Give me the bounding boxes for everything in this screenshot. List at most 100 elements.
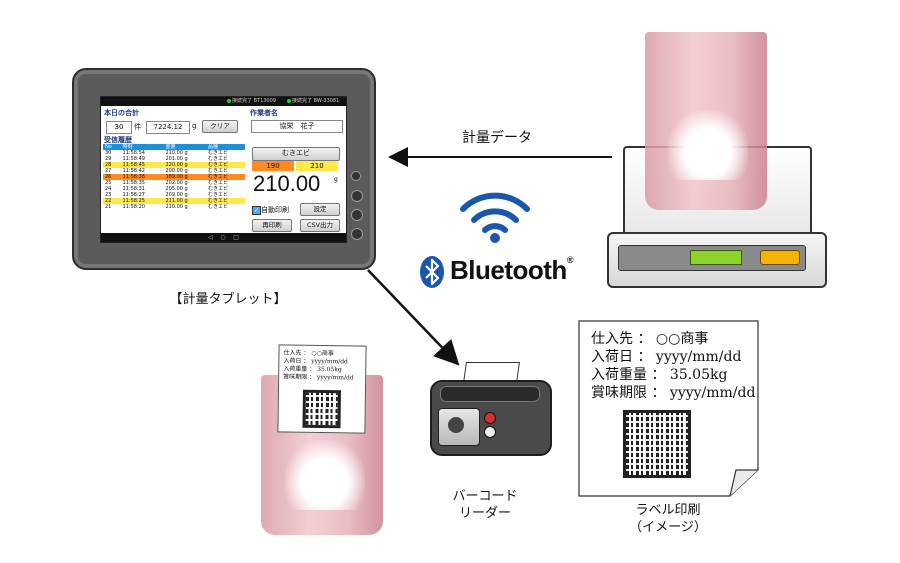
history-header-product: 品種 [206, 144, 245, 150]
history-cell-product: むきエビ [208, 168, 229, 174]
history-cell-no: 22 [105, 198, 112, 204]
wireless-signal-icon [460, 192, 530, 243]
weight-total-unit: g [192, 122, 197, 130]
printer-red-button [484, 412, 496, 424]
history-header-weight: 重量 [163, 144, 207, 150]
worker-name: 協栄 花子 [251, 120, 343, 133]
large-label-key: 仕入先 [591, 331, 633, 347]
history-cell-time: 11:58:54 [122, 150, 145, 156]
csv-button[interactable]: CSV出力 [300, 219, 340, 232]
history-cell-time: 11:58:27 [122, 192, 145, 198]
qr-code-icon [623, 410, 691, 478]
history-cell-product: むきエビ [208, 192, 229, 198]
current-weight: 210.00 [253, 171, 321, 196]
scale-display-icon [690, 250, 742, 265]
home-icon[interactable]: ○ [220, 234, 226, 241]
history-cell-time: 11:58:45 [122, 162, 145, 168]
printer-white-button [484, 426, 496, 438]
worker-label: 作業者名 [250, 109, 278, 117]
small-label-value: ○○商事 [311, 349, 334, 358]
tablet-camera [351, 171, 361, 181]
history-header-no: No [103, 144, 121, 150]
history-cell-no: 30 [105, 150, 112, 156]
history-cell-product: むきエビ [208, 204, 229, 210]
large-label-key: 賞味期限 [591, 385, 647, 401]
history-cell-no: 27 [105, 168, 112, 174]
print-arrow [367, 269, 460, 366]
label-print-line1: ラベル印刷 [635, 503, 701, 518]
bag-contents [668, 110, 748, 180]
history-cell-weight: 201.00 g [165, 156, 188, 162]
history-cell-time: 11:58:25 [122, 198, 145, 204]
bluetooth-word: Bluetooth [450, 255, 567, 285]
status-connection-2: 接続完了 BW-33081 [292, 98, 340, 104]
history-cell-time: 11:58:35 [122, 180, 145, 186]
bluetooth-logo-icon [420, 256, 444, 288]
reprint-button[interactable]: 再印刷 [252, 219, 292, 232]
recent-apps-icon[interactable]: □ [233, 234, 239, 241]
upper-limit: 210 [296, 161, 338, 171]
history-cell-product: むきエビ [208, 174, 229, 180]
tablet-side-button [351, 190, 363, 202]
large-label-value: ○○商事 [655, 331, 709, 347]
status-connection-1: 接続完了 BT13009 [232, 98, 276, 104]
settings-button[interactable]: 設定 [300, 203, 340, 216]
history-row[interactable]: 27 11:58:42 200.00 g むきエビ [103, 168, 245, 174]
small-label-text: 仕入先 ： ○○商事 入荷日 ： yyyy/mm/dd 入荷重量 ： 35.05… [283, 349, 354, 382]
connection-dot-icon [287, 98, 291, 103]
small-label-value: yyyy/mm/dd [316, 373, 354, 382]
history-cell-weight: 209.00 g [165, 192, 188, 198]
history-cell-time: 11:58:42 [122, 168, 145, 174]
connection-dot-icon [227, 98, 231, 103]
tablet-screen: 接続完了 BT13009 接続完了 BW-33081 本日の合計 30 件 72… [100, 96, 347, 243]
bag-contents [285, 440, 365, 510]
history-header-time: 時刻 [120, 144, 164, 150]
auto-print-checkbox[interactable]: ✓ [252, 206, 261, 215]
history-cell-weight: 220.00 g [165, 162, 188, 168]
weight-total-value: 7224.12 [146, 121, 190, 134]
history-cell-no: 24 [105, 186, 112, 192]
history-cell-weight: 210.00 g [165, 204, 188, 210]
history-cell-time: 11:58:20 [122, 204, 145, 210]
product-button[interactable]: むきエビ [252, 147, 340, 161]
history-cell-no: 23 [105, 192, 112, 198]
history-cell-no: 28 [105, 162, 112, 168]
history-row[interactable]: 23 11:58:27 209.00 g むきエビ [103, 192, 245, 198]
barcode-reader-line1: バーコード [452, 489, 518, 504]
barcode-reader-line2: リーダー [458, 506, 511, 521]
printer-slot [440, 386, 540, 402]
qr-code-icon [302, 389, 341, 429]
history-row[interactable]: 28 11:58:45 220.00 g むきエビ [103, 162, 245, 168]
history-cell-product: むきエビ [208, 156, 229, 162]
large-label-value: 35.05kg [669, 367, 728, 383]
history-cell-weight: 189.00 g [165, 174, 188, 180]
tablet-side-button [351, 209, 363, 221]
barcode-reader-caption: バーコード リーダー [420, 488, 550, 522]
auto-print-label: 自動印刷 [261, 206, 289, 214]
history-cell-time: 11:58:38 [122, 174, 145, 180]
history-cell-weight: 210.00 g [165, 150, 188, 156]
clear-button[interactable]: クリア [202, 120, 238, 133]
scale-button [760, 250, 800, 265]
history-cell-weight: 205.00 g [165, 186, 188, 192]
tablet-caption: 【計量タブレット】 [169, 292, 287, 307]
lower-limit: 190 [252, 161, 294, 171]
large-label-value: yyyy/mm/dd [655, 349, 742, 365]
history-cell-product: むきエビ [208, 186, 229, 192]
back-icon[interactable]: ◁ [208, 234, 213, 241]
small-label-key: 入荷日 [283, 357, 302, 365]
history-cell-product: むきエビ [208, 162, 229, 168]
large-label-key: 入荷重量 [591, 367, 647, 383]
history-cell-weight: 200.00 g [165, 168, 188, 174]
history-cell-time: 11:58:49 [122, 156, 145, 162]
registered-mark: ® [566, 255, 574, 265]
